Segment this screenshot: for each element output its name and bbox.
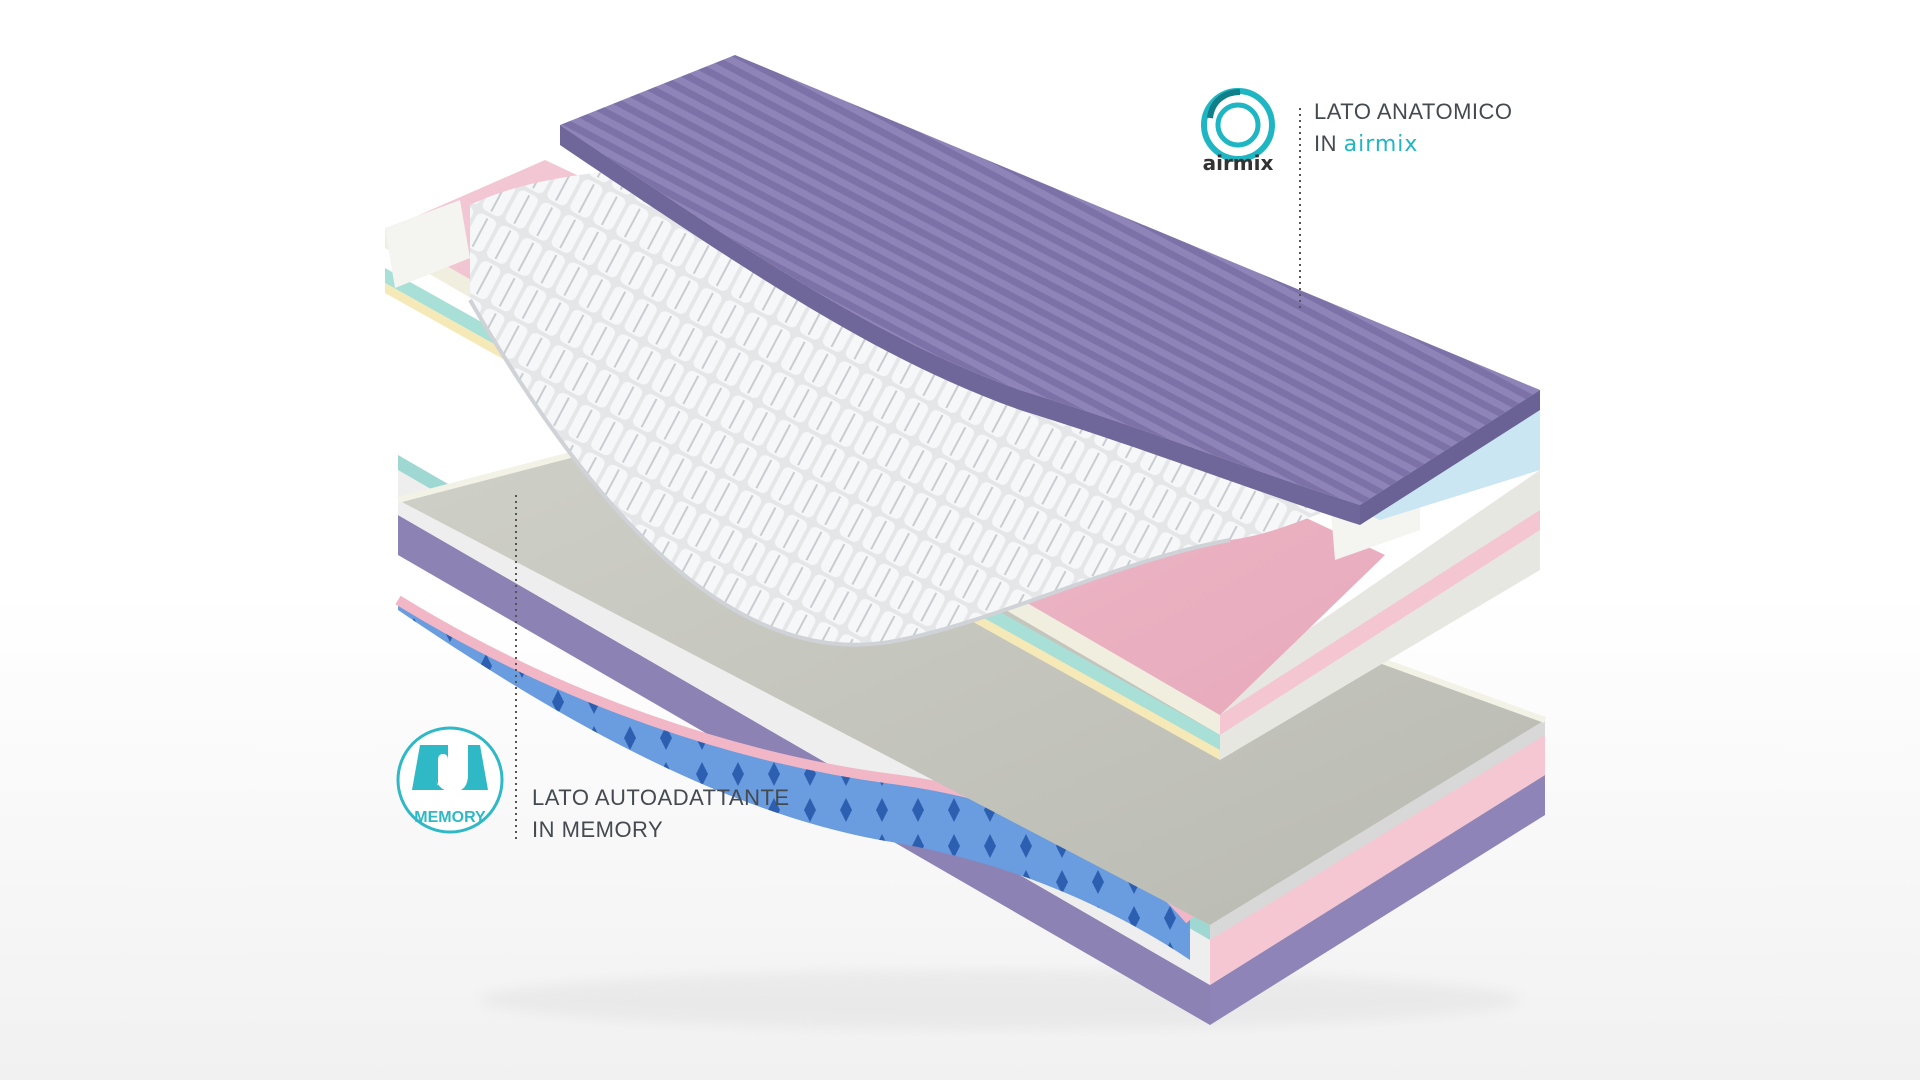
airmix-logo-text: airmix [1203,151,1274,175]
bottom-callout: LATO AUTOADATTANTE IN MEMORY [532,782,790,846]
airmix-logo-icon: airmix [1201,88,1275,175]
bottom-mattress [395,414,1547,1030]
bottom-callout-line2: IN MEMORY [532,817,664,842]
top-callout-line2: IN airmix [1314,128,1513,161]
airmix-brand-word: airmix [1343,132,1419,157]
memory-hand-icon [436,737,468,792]
top-callout-line1: LATO ANATOMICO [1314,99,1513,124]
bottom-callout-line1: LATO AUTOADATTANTE [532,785,790,810]
top-callout-prefix: IN [1314,131,1337,156]
memory-badge-text: MEMORY [414,809,486,826]
top-mattress [385,55,1540,760]
top-callout: LATO ANATOMICO IN airmix [1314,96,1513,161]
memory-badge: MEMORY [396,726,504,834]
